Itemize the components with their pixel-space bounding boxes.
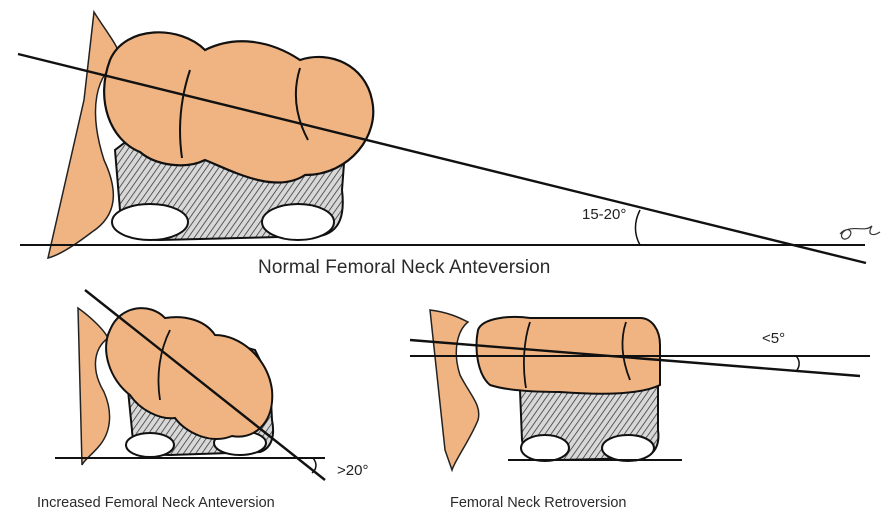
normal-tibia-wedge <box>48 12 122 258</box>
normal-anteversion-diagram <box>18 12 880 263</box>
retro-tibia-wedge <box>430 310 479 470</box>
retro-condyle-left <box>521 435 569 461</box>
increased-anteversion-diagram <box>55 290 325 480</box>
retroversion-diagram <box>410 310 870 470</box>
increased-condyle-left <box>126 433 174 457</box>
normal-angle-arc <box>636 210 641 245</box>
increased-caption: Increased Femoral Neck Anteversion <box>37 495 275 511</box>
normal-angle-label: 15-20° <box>582 206 626 223</box>
retro-condyle-right <box>602 435 654 461</box>
normal-condyle-left <box>112 204 188 240</box>
normal-condyle-right <box>262 204 334 240</box>
increased-angle-label: >20° <box>337 462 368 479</box>
normal-caption: Normal Femoral Neck Anteversion <box>258 257 550 279</box>
increased-tibia-wedge <box>78 308 110 465</box>
artist-signature <box>840 226 880 239</box>
retro-angle-label: <5° <box>762 330 785 347</box>
retroversion-caption: Femoral Neck Retroversion <box>450 495 626 511</box>
retro-angle-arc <box>796 356 799 370</box>
